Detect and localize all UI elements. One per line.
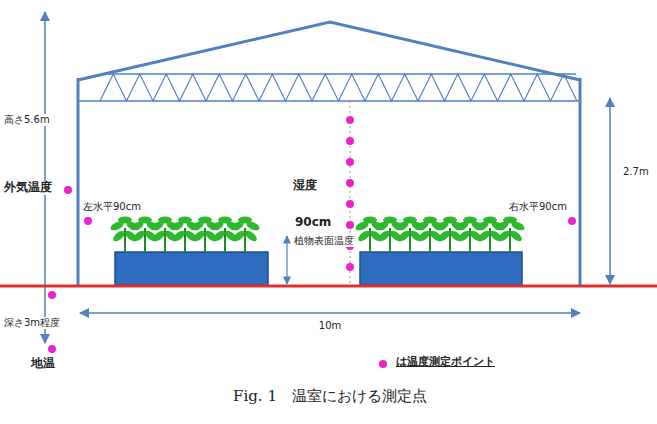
left-wall [77,78,80,286]
width-arrow [80,312,580,314]
outside-temp-label: 外気温度 [3,181,53,195]
height-arrow [44,12,46,343]
ground-line [0,285,657,288]
wall-height-arrow [609,98,611,284]
roof [78,22,580,80]
wall-height-label: 2.7m [622,166,650,178]
width-label: 10m [318,320,342,332]
height-label: 高さ5.6m [3,114,51,126]
left-point-label: 左水平90cm [82,201,142,213]
measure-points [48,116,576,368]
depth-label: 深さ3m程度 [3,317,61,329]
humidity-label: 湿度 [292,179,318,193]
figure-caption: Fig. 1 温室における測定点 [232,388,428,405]
measure-pole [350,101,351,285]
legend-text: は温度測定ポイント [395,356,496,369]
truss-web [100,74,577,101]
plant-temp-label: 植物表面温度 [293,235,355,247]
truss-top [108,73,576,75]
plant-bed [360,252,522,285]
plant-height-label: 90cm [294,216,332,230]
plant-height-arrow [286,236,287,284]
right-wall [579,78,582,286]
plant-bed [115,252,268,285]
plants [109,217,526,253]
soil-temp-label: 地温 [30,357,56,371]
right-point-label: 右水平90cm [508,201,568,213]
